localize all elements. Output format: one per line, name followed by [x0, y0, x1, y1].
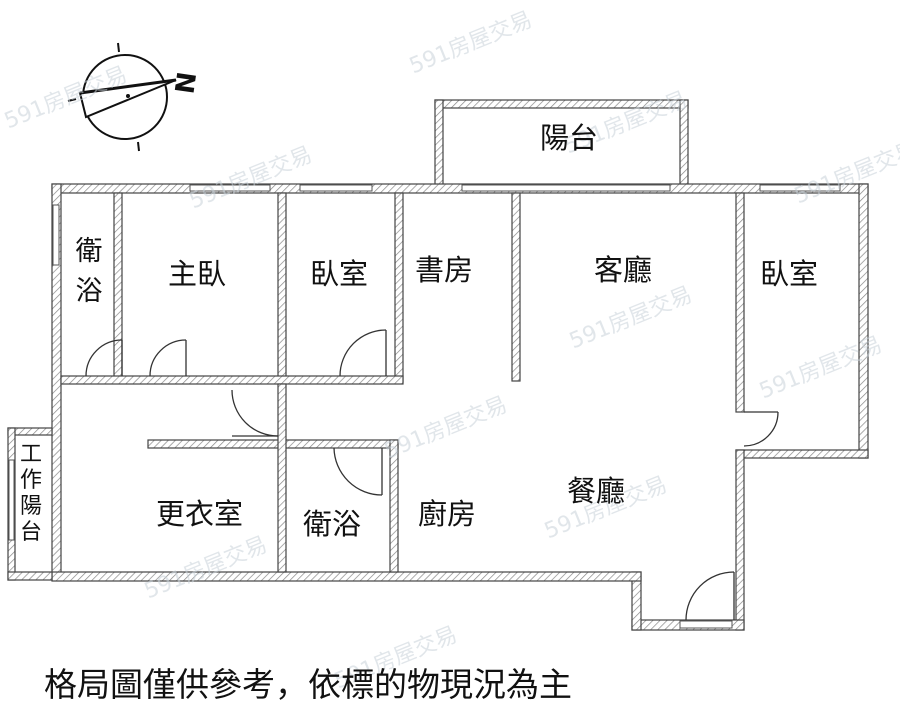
walls [7, 99, 869, 631]
compass-icon [67, 42, 177, 152]
room-label-bedroom-middle: 臥室 [310, 257, 369, 291]
room-label-bath-left: 衛浴 [75, 236, 103, 307]
room-label-work-balcony: 工作陽台 [19, 442, 42, 545]
room-label-dining-room: 餐廳 [567, 474, 626, 508]
room-label-closet: 更衣室 [156, 497, 244, 531]
disclaimer-caption: 格局圖僅供參考，依標的物現況為主 [44, 665, 572, 704]
room-label-kitchen: 廚房 [418, 497, 477, 531]
windows [8, 184, 841, 629]
room-label-bedroom-right: 臥室 [760, 257, 819, 291]
north-label: N [170, 70, 204, 96]
room-label-study: 書房 [415, 253, 474, 287]
room-label-balcony: 陽台 [540, 121, 599, 155]
room-label-living-room: 客廳 [594, 253, 653, 287]
room-label-master-bedroom: 主臥 [168, 257, 227, 291]
room-label-bath-middle: 衛浴 [303, 507, 362, 541]
doors [85, 329, 779, 621]
